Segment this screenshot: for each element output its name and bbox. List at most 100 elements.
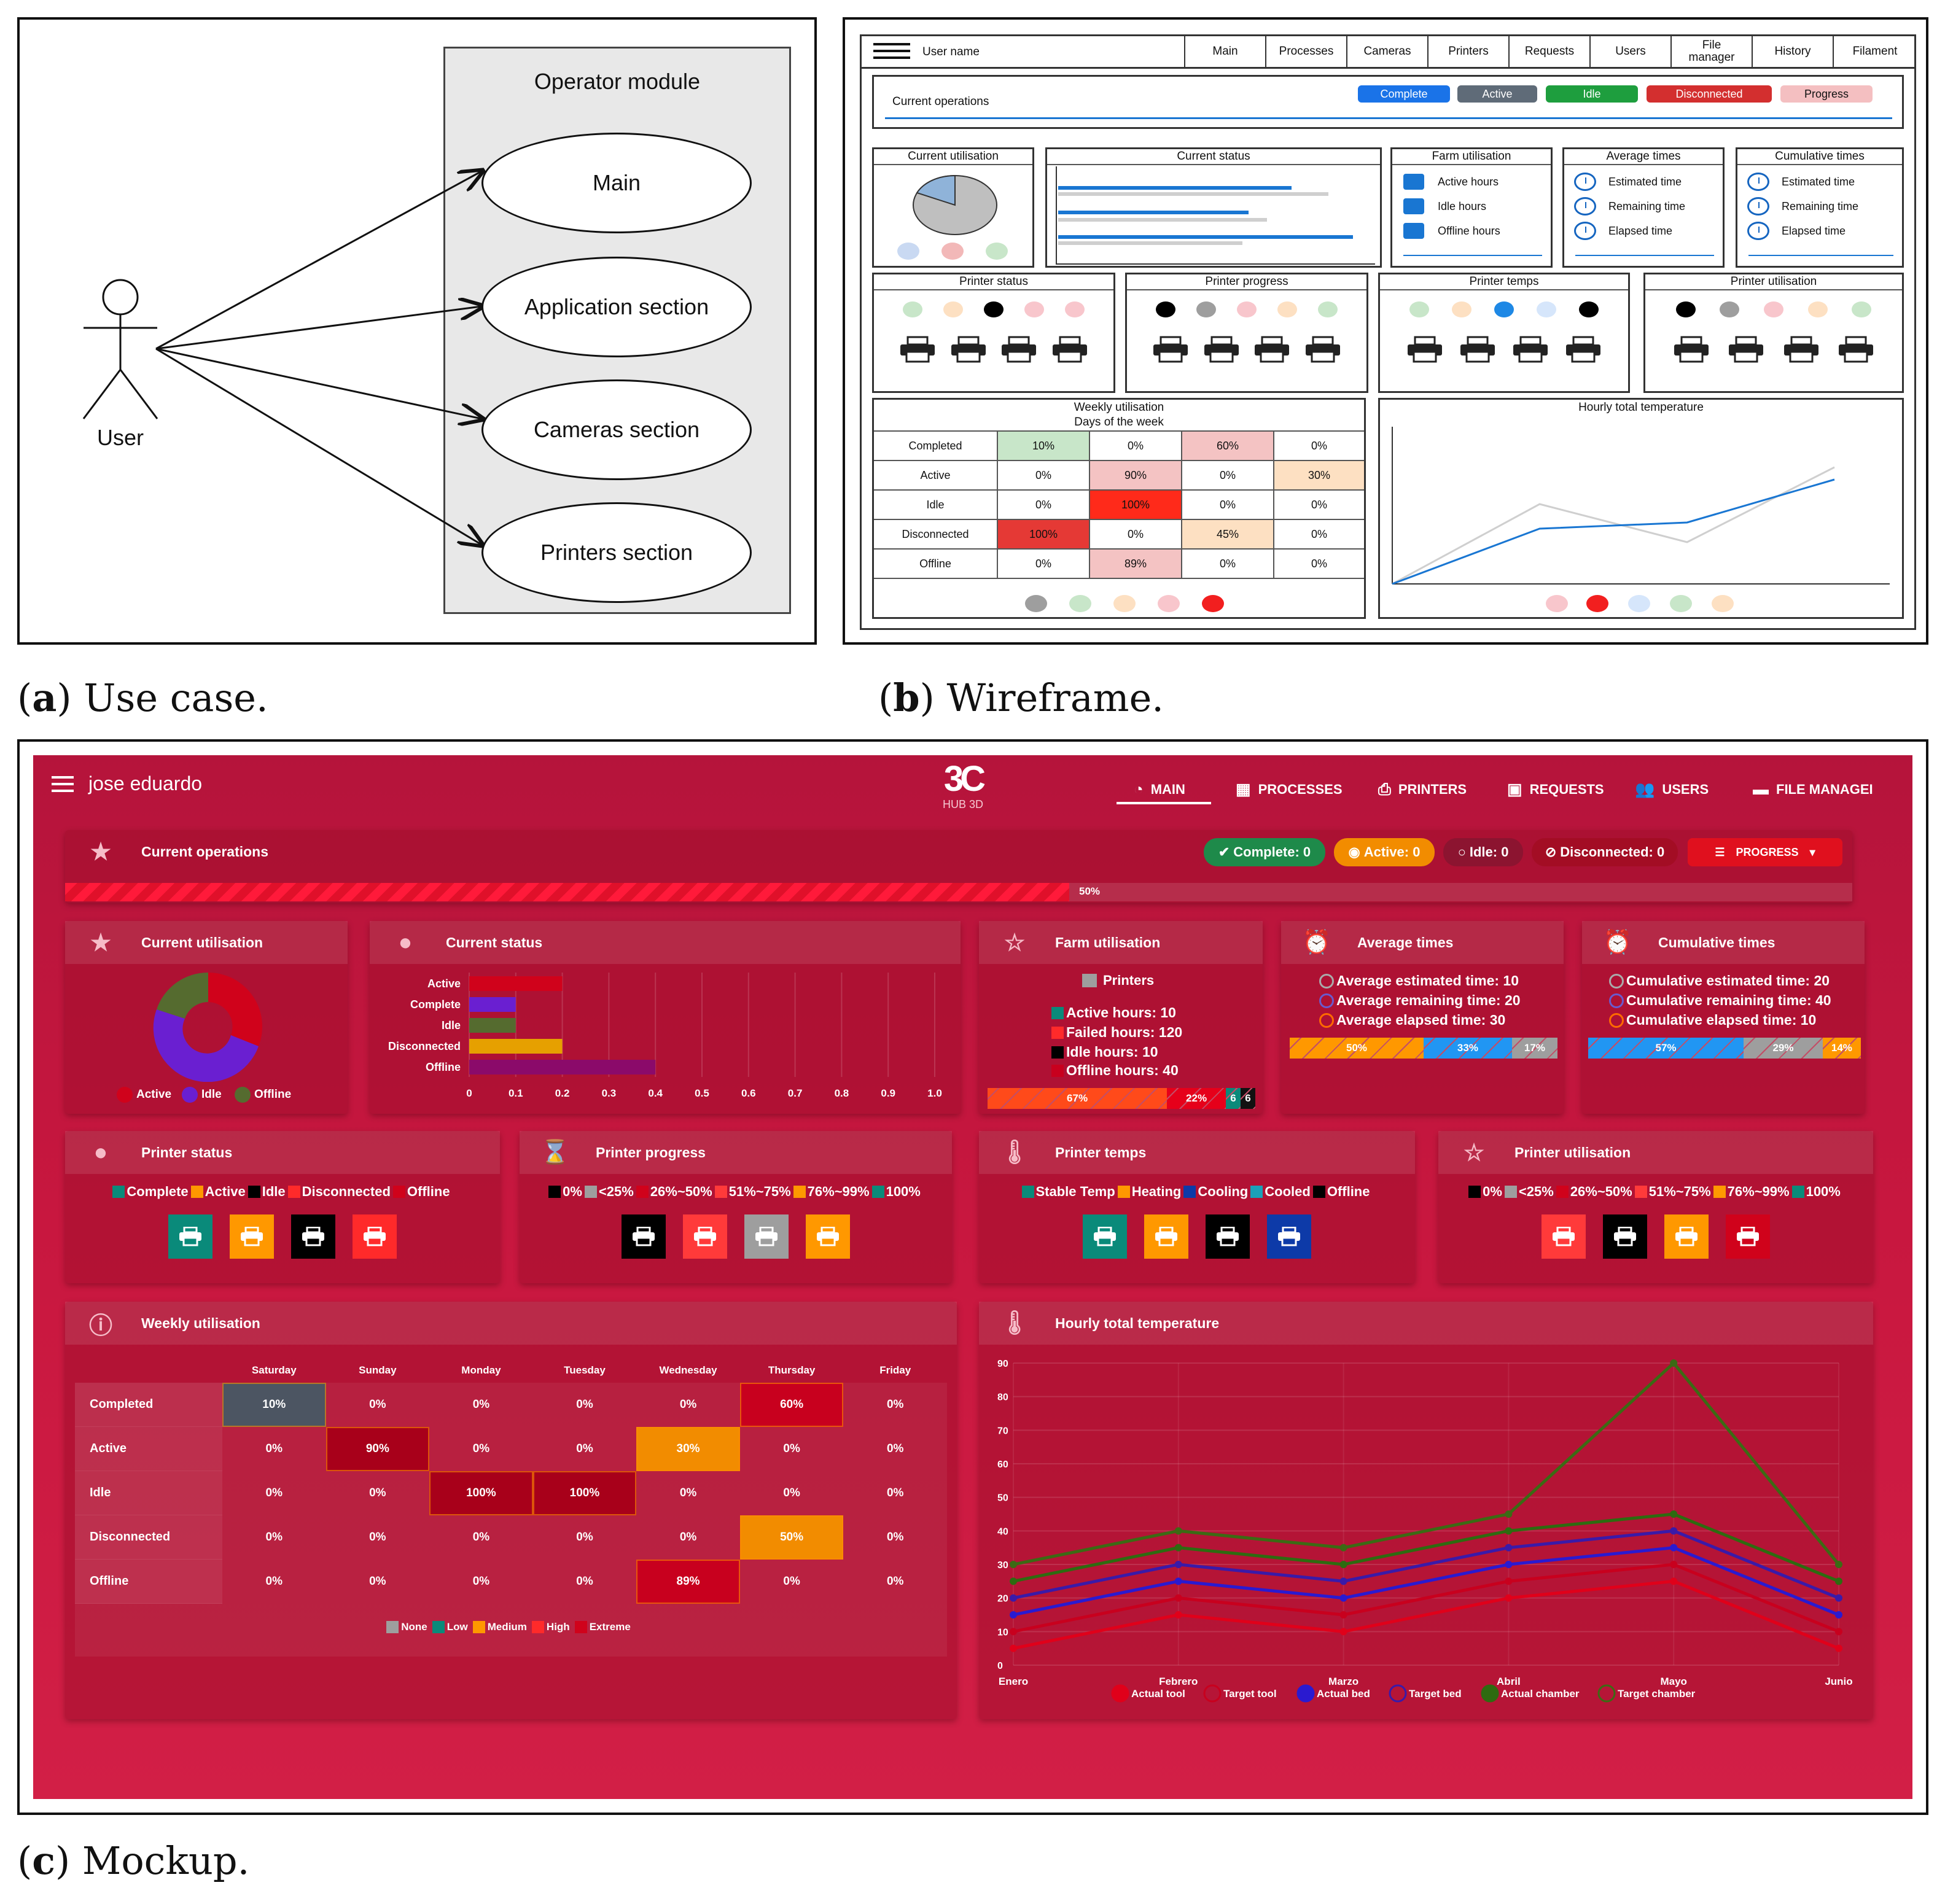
legend-label: Actual bed xyxy=(1317,1688,1370,1700)
mk-progress-button[interactable]: ☰PROGRESS▾ xyxy=(1688,838,1842,866)
wf-nav-cameras[interactable]: Cameras xyxy=(1346,34,1427,69)
printer-icon xyxy=(241,1227,263,1246)
check-icon: ✔ xyxy=(1218,844,1230,860)
wf-badge-complete[interactable]: Complete xyxy=(1358,85,1450,103)
printer-button[interactable] xyxy=(1144,1214,1188,1259)
printer-button[interactable] xyxy=(622,1214,666,1259)
mk-menu-icon[interactable] xyxy=(52,776,74,792)
legend-item: 76%~99% xyxy=(1713,1184,1790,1200)
wf-nav-history[interactable]: History xyxy=(1752,34,1833,69)
legend-item: 26%~50% xyxy=(636,1184,712,1200)
wf-nav-requests[interactable]: Requests xyxy=(1508,34,1589,69)
clock-icon xyxy=(1574,173,1596,191)
series-point xyxy=(1835,1644,1842,1652)
wf-farm-item: Offline hours xyxy=(1403,223,1500,239)
mk-nav-printers[interactable]: ⎙PRINTERS xyxy=(1378,780,1467,798)
x-tick-label: 0.3 xyxy=(602,1087,617,1099)
heatmap-cell: 100% xyxy=(532,1471,637,1515)
printer-button[interactable] xyxy=(1726,1214,1770,1259)
day-header: Friday xyxy=(879,1364,911,1376)
heatmap-row-label: Active xyxy=(75,1427,222,1471)
wf-weekly-utilisation: Weekly utilisation Days of the week Comp… xyxy=(872,398,1366,619)
printer-button[interactable] xyxy=(168,1214,212,1259)
printer-icon: ⎙ xyxy=(1378,780,1391,798)
mk-average-line: Average remaining time: 20 xyxy=(1319,992,1521,1009)
mk-badge-idle[interactable]: ○Idle: 0 xyxy=(1443,838,1523,866)
printer-icon xyxy=(1155,1227,1177,1246)
series-point xyxy=(1835,1611,1842,1618)
mk-nav-processes[interactable]: ▦PROCESSES xyxy=(1236,780,1343,798)
wf-current-utilisation: Current utilisation xyxy=(872,147,1034,268)
wf-nav-file-manager[interactable]: File manager xyxy=(1670,34,1752,69)
wf-weekly-row-label: Idle xyxy=(874,491,997,520)
status-bar xyxy=(469,1018,516,1033)
mk-nav-file-manager[interactable]: ▬FILE MANAGEI xyxy=(1753,780,1873,798)
printer-icon xyxy=(1675,1227,1697,1246)
mk-average-line: Average elapsed time: 30 xyxy=(1319,1012,1505,1028)
heatmap-cell: 0% xyxy=(843,1560,947,1604)
heatmap-cell: 0% xyxy=(325,1515,430,1560)
printer-button[interactable] xyxy=(1603,1214,1647,1259)
x-tick-label: 0 xyxy=(466,1087,472,1099)
wf-badge-active[interactable]: Active xyxy=(1457,85,1537,103)
printer-button[interactable] xyxy=(230,1214,274,1259)
wf-badge-progress[interactable]: Progress xyxy=(1780,85,1873,103)
menu-icon[interactable] xyxy=(873,43,910,61)
wf-nav-main[interactable]: Main xyxy=(1184,34,1265,69)
stacked-segment: 22% xyxy=(1167,1088,1226,1109)
legend-item: 0% xyxy=(548,1184,582,1200)
printer-button[interactable] xyxy=(1206,1214,1250,1259)
wf-dot-1 xyxy=(897,243,919,260)
series-point xyxy=(1174,1577,1182,1585)
actor-label: User xyxy=(96,425,144,450)
x-tick-label: 0.4 xyxy=(648,1087,663,1099)
mk-badge-disconnected[interactable]: ⊘Disconnected: 0 xyxy=(1532,838,1678,866)
wf-status-dot xyxy=(1409,301,1430,317)
series-point xyxy=(1174,1611,1182,1618)
wf-nav-printers[interactable]: Printers xyxy=(1427,34,1508,69)
day-header: Tuesday xyxy=(564,1364,606,1376)
printer-button[interactable] xyxy=(1664,1214,1709,1259)
mk-user-name: jose eduardo xyxy=(88,772,203,795)
printer-button[interactable] xyxy=(683,1214,727,1259)
wf-printer-utilisation: Printer utilisation xyxy=(1643,273,1904,393)
printer-button[interactable] xyxy=(744,1214,789,1259)
wf-status-dot xyxy=(1065,301,1085,317)
wf-hourly-temperature: Hourly total temperature xyxy=(1378,398,1904,619)
printer-button[interactable] xyxy=(291,1214,335,1259)
printer-button[interactable] xyxy=(1542,1214,1586,1259)
wf-status-bar xyxy=(1058,235,1353,239)
printer-button[interactable] xyxy=(353,1214,397,1259)
printer-icon xyxy=(1151,336,1190,363)
wf-status-bar xyxy=(1058,192,1328,196)
wf-nav-processes[interactable]: Processes xyxy=(1265,34,1346,69)
category-label: Complete xyxy=(410,998,461,1011)
mk-nav-users[interactable]: 👥USERS xyxy=(1635,780,1709,798)
legend-label: Actual tool xyxy=(1131,1688,1185,1700)
mk-nav-main[interactable]: ◔MAIN xyxy=(1134,780,1185,798)
mk-nav-requests[interactable]: ▣REQUESTS xyxy=(1507,780,1604,798)
mk-badge-complete[interactable]: ✔Complete: 0 xyxy=(1204,838,1325,866)
y-tick-label: 50 xyxy=(997,1493,1008,1504)
heatmap-row-label: Disconnected xyxy=(75,1515,222,1560)
wf-badge-disconnected[interactable]: Disconnected xyxy=(1647,85,1772,103)
wf-nav-filament[interactable]: Filament xyxy=(1833,34,1916,69)
printer-button[interactable] xyxy=(1267,1214,1311,1259)
mk-farm-printers: Printers xyxy=(1082,973,1154,989)
wf-topbar: User name Main Processes Cameras Printer… xyxy=(860,34,1916,69)
stacked-segment: 67% xyxy=(988,1088,1167,1109)
printer-button[interactable] xyxy=(1083,1214,1127,1259)
printer-button[interactable] xyxy=(806,1214,850,1259)
wf-weekly-cell: 100% xyxy=(997,520,1089,550)
wf-cumulative-item: Elapsed time xyxy=(1747,222,1846,240)
wf-weekly-row-label: Disconnected xyxy=(874,520,997,550)
wf-printer-progress: Printer progress xyxy=(1125,273,1368,393)
wf-nav-users[interactable]: Users xyxy=(1589,34,1670,69)
category-label: Idle xyxy=(442,1019,461,1032)
wf-badge-idle[interactable]: Idle xyxy=(1546,85,1638,103)
wf-cumulative-times: Cumulative times Estimated time Remainin… xyxy=(1736,147,1904,268)
mk-badge-active[interactable]: ◉Active: 0 xyxy=(1334,838,1435,866)
star-outline-icon: ☆ xyxy=(1004,930,1026,956)
